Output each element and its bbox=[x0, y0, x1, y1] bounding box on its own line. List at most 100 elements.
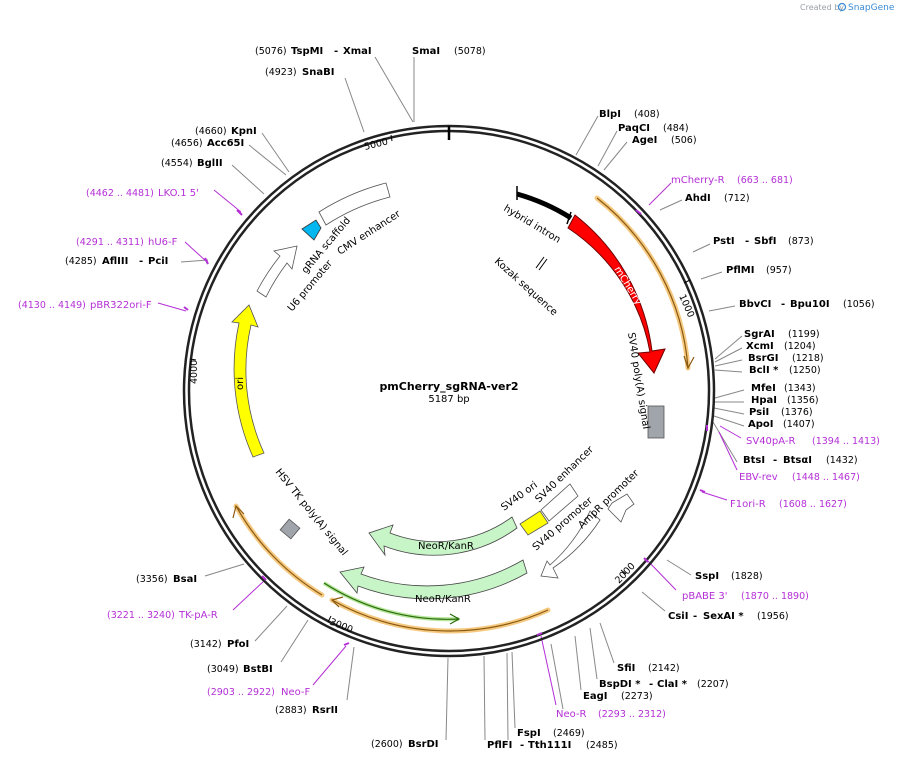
primer-name[interactable]: pBABE 3' bbox=[682, 591, 728, 602]
site-name[interactable]: SgrAI bbox=[744, 329, 775, 340]
site-name-2[interactable]: SexAI * bbox=[703, 611, 744, 622]
site-name[interactable]: BclI * bbox=[749, 365, 779, 376]
primer-labels[interactable]: mCherry-R (663 .. 681) SV40pA-R (1394 ..… bbox=[18, 175, 880, 720]
site-name[interactable]: BlpI bbox=[599, 109, 621, 120]
site-pos: (2883) bbox=[275, 705, 307, 716]
primer-pos: (4130 .. 4149) bbox=[18, 300, 86, 311]
site-name[interactable]: BstBI bbox=[243, 664, 273, 675]
primer-name[interactable]: F1ori-R bbox=[730, 499, 766, 510]
site-pos: (1356) bbox=[787, 395, 819, 406]
sv40-polya-feature bbox=[647, 405, 665, 439]
site-name-2[interactable]: Bpu10I bbox=[790, 299, 830, 310]
cmv-enhancer-feature bbox=[318, 182, 391, 226]
primer-pos: (1608 .. 1627) bbox=[779, 499, 847, 510]
site-name[interactable]: PsiI bbox=[749, 407, 769, 418]
u6-promoter-feature bbox=[256, 245, 298, 298]
primer-name[interactable]: EBV-rev bbox=[739, 472, 778, 483]
site-name[interactable]: BglII bbox=[197, 158, 223, 169]
site-name[interactable]: PflFI bbox=[487, 740, 512, 751]
credit-brand[interactable]: SnapGene bbox=[848, 3, 895, 13]
site-name-2[interactable]: SbfI bbox=[754, 236, 776, 247]
site-sep: - bbox=[139, 256, 143, 267]
hsv-polya-label: HSV TK poly(A) signal bbox=[273, 467, 350, 558]
primer-name[interactable]: SV40pA-R bbox=[746, 436, 795, 447]
site-name[interactable]: SnaBI bbox=[302, 67, 334, 78]
site-pos: (2485) bbox=[586, 740, 618, 751]
ori-label: ori bbox=[235, 377, 246, 390]
site-name[interactable]: ApoI bbox=[748, 419, 774, 430]
site-name-2[interactable]: XmaI bbox=[343, 46, 372, 57]
primer-name[interactable]: pBR322ori-F bbox=[90, 300, 152, 311]
site-sep: - bbox=[781, 299, 785, 310]
site-pos: (1343) bbox=[784, 383, 816, 394]
site-sep: - bbox=[773, 455, 777, 466]
ori-feature[interactable] bbox=[231, 304, 265, 458]
site-name[interactable]: HpaI bbox=[751, 395, 777, 406]
site-name-2[interactable]: PciI bbox=[148, 256, 168, 267]
site-name[interactable]: Acc65I bbox=[207, 138, 244, 149]
primer-name[interactable]: LKO.1 5' bbox=[158, 188, 199, 199]
site-name[interactable]: SmaI bbox=[412, 46, 440, 57]
site-name-2[interactable]: ClaI * bbox=[657, 679, 688, 690]
primer-arrows bbox=[232, 195, 695, 634]
site-name[interactable]: MfeI bbox=[751, 383, 776, 394]
site-pos: (2469) bbox=[553, 728, 585, 739]
site-name[interactable]: CsiI bbox=[668, 611, 688, 622]
primer-name[interactable]: TK-pA-R bbox=[178, 610, 218, 621]
site-sep: - bbox=[745, 236, 749, 247]
site-name[interactable]: KpnI bbox=[231, 126, 257, 137]
site-pos: (1376) bbox=[781, 407, 813, 418]
site-name[interactable]: PstI bbox=[713, 236, 735, 247]
site-pos: (3356) bbox=[136, 574, 168, 585]
site-name[interactable]: RsrII bbox=[312, 705, 338, 716]
site-name[interactable]: PflMI bbox=[726, 265, 754, 276]
site-name[interactable]: BsaI bbox=[173, 574, 197, 585]
site-pos: (4660) bbox=[195, 126, 227, 137]
sv40-polya-label: SV40 poly(A) signal bbox=[625, 332, 651, 430]
site-pos: (5078) bbox=[454, 46, 486, 57]
neor-kanr-feature-2[interactable] bbox=[339, 559, 528, 600]
credit-created-by: Created by bbox=[800, 3, 844, 12]
primer-name[interactable]: Neo-R bbox=[556, 709, 587, 720]
site-name[interactable]: PaqCI bbox=[618, 123, 650, 134]
restriction-sites[interactable]: SmaI (5078) (5076) TspMI - XmaI (4923) S… bbox=[65, 46, 875, 751]
site-name[interactable]: FspI bbox=[517, 728, 541, 739]
leader-lines bbox=[180, 56, 745, 741]
primer-name[interactable]: hU6-F bbox=[148, 237, 178, 248]
site-name[interactable]: BsrGI bbox=[748, 353, 778, 364]
site-pos: (4554) bbox=[161, 158, 193, 169]
site-name[interactable]: BspDI * bbox=[599, 679, 641, 690]
site-name[interactable]: AgeI bbox=[632, 135, 657, 146]
hybrid-intron-feature bbox=[516, 186, 573, 225]
site-name[interactable]: XcmI bbox=[746, 341, 774, 352]
site-name[interactable]: SfiI bbox=[617, 663, 635, 674]
site-pos: (484) bbox=[663, 123, 689, 134]
primer-pos: (663 .. 681) bbox=[737, 175, 793, 186]
site-pos: (1199) bbox=[788, 329, 820, 340]
site-name[interactable]: PfoI bbox=[227, 639, 249, 650]
site-name[interactable]: EagI bbox=[583, 691, 607, 702]
site-sep: - bbox=[649, 679, 653, 690]
site-name[interactable]: AflIII bbox=[102, 256, 128, 267]
site-pos: (1432) bbox=[826, 455, 858, 466]
site-name[interactable]: SspI bbox=[695, 571, 719, 582]
mcherry-feature[interactable] bbox=[567, 214, 666, 374]
site-pos: (712) bbox=[724, 193, 750, 204]
neor-kanr-feature-1[interactable] bbox=[368, 516, 518, 557]
site-name[interactable]: AhdI bbox=[685, 193, 711, 204]
site-name-2[interactable]: BtsαI bbox=[783, 455, 812, 466]
primer-name[interactable]: mCherry-R bbox=[671, 175, 725, 186]
primer-pos: (2903 .. 2922) bbox=[207, 687, 275, 698]
site-name[interactable]: BsrDI bbox=[408, 739, 439, 750]
site-pos: (506) bbox=[671, 135, 697, 146]
site-name[interactable]: TspMI bbox=[291, 46, 323, 57]
primer-name[interactable]: Neo-F bbox=[281, 687, 311, 698]
site-pos: (3049) bbox=[207, 664, 239, 675]
site-name[interactable]: BbvCI bbox=[739, 299, 771, 310]
site-name-2[interactable]: Tth111I bbox=[528, 740, 571, 751]
site-pos: (1250) bbox=[789, 365, 821, 376]
plasmid-size: 5187 bp bbox=[428, 394, 469, 405]
site-pos: (3142) bbox=[190, 639, 222, 650]
site-name[interactable]: BtsI bbox=[743, 455, 765, 466]
primer-pos: (4291 .. 4311) bbox=[76, 237, 144, 248]
